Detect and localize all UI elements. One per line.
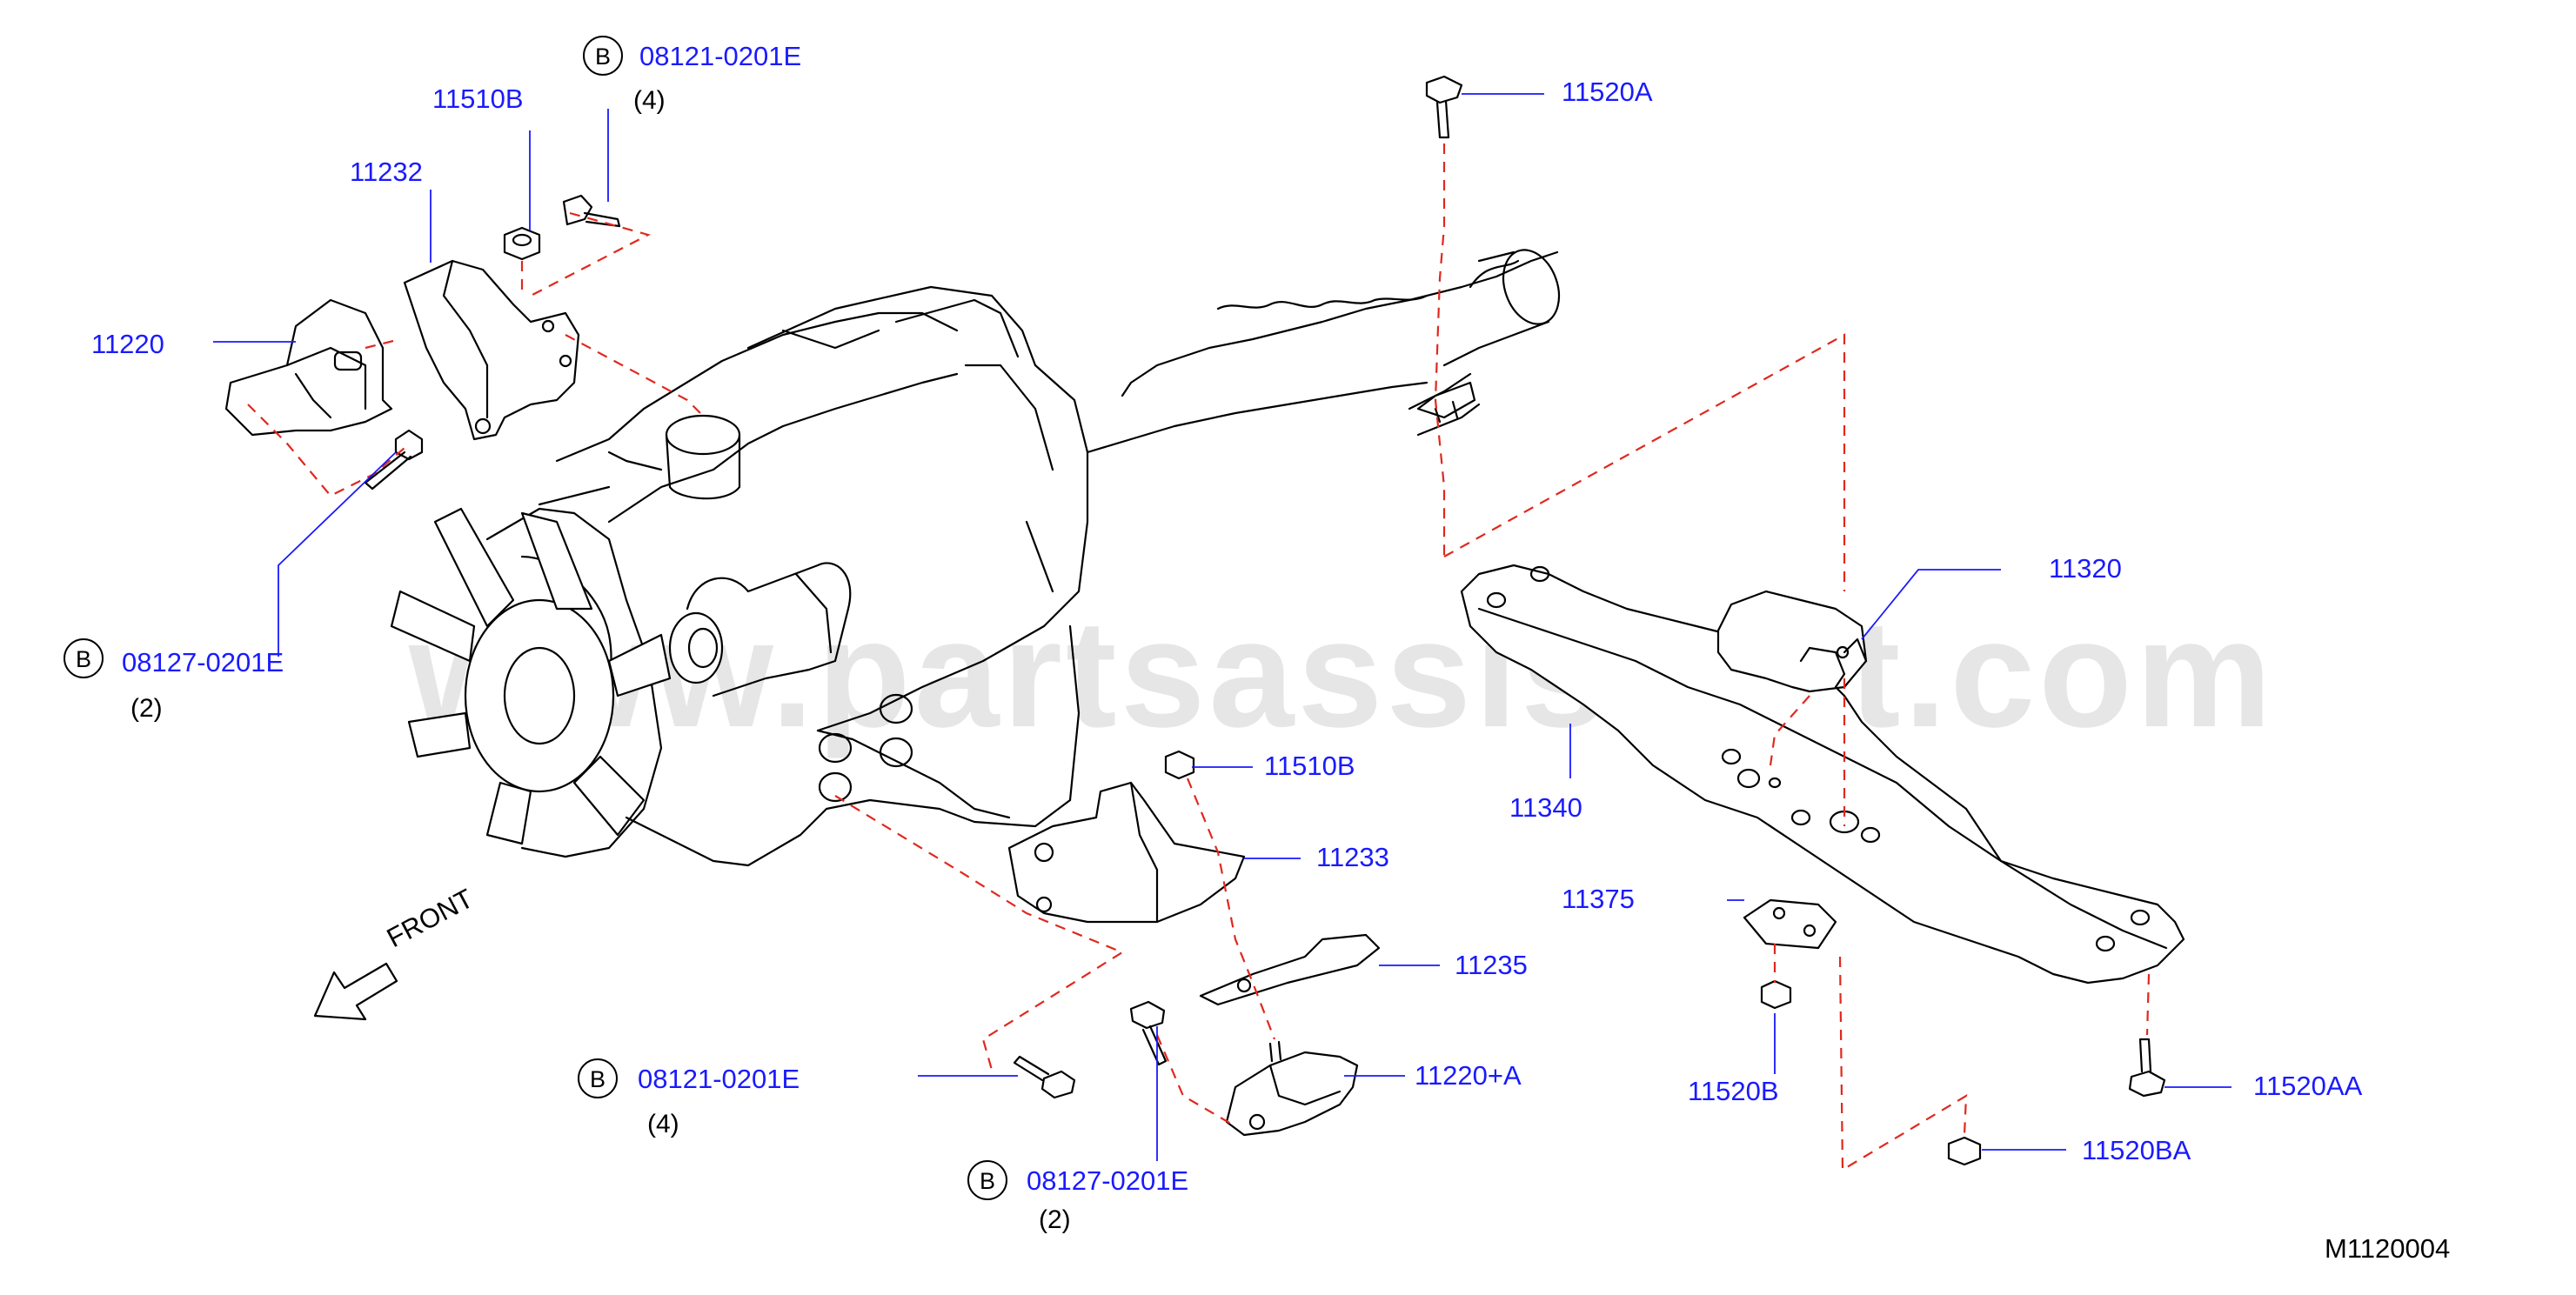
insulator-11320-part: [1716, 590, 1868, 693]
callout-11320[interactable]: 11320: [2049, 553, 2122, 584]
callout-11220A[interactable]: 11220+A: [1415, 1060, 1522, 1091]
left-mount-assembly: [224, 194, 621, 491]
callout-11520BA[interactable]: 11520BA: [2082, 1135, 2191, 1165]
callout-11520B[interactable]: 11520B: [1688, 1076, 1779, 1106]
front-direction-indicator: FRONT: [313, 883, 478, 1021]
bolt-11520AA-part: [2128, 1070, 2166, 1098]
bracket-11232-part: [403, 259, 580, 441]
front-label: FRONT: [382, 883, 478, 953]
callout-11520AA[interactable]: 11520AA: [2253, 1071, 2363, 1101]
callout-08121-bottom[interactable]: 08121-0201E: [638, 1064, 800, 1094]
bolt-08121-bottom-part: [1040, 1070, 1076, 1099]
callout-11375[interactable]: 11375: [1562, 884, 1635, 914]
callout-11520A[interactable]: 11520A: [1562, 77, 1653, 107]
callout-08121-top[interactable]: 08121-0201E: [639, 41, 801, 71]
insulator-11220A-part: [1225, 1051, 1359, 1137]
callout-11510B-top[interactable]: 11510B: [432, 83, 524, 114]
crossmember-assembly: [1425, 75, 2185, 1166]
svg-text:B: B: [590, 1066, 606, 1092]
qty-08121-top: (4): [633, 86, 666, 115]
svg-text:B: B: [76, 646, 91, 672]
callout-11340[interactable]: 11340: [1509, 792, 1582, 823]
callout-11220[interactable]: 11220: [91, 329, 164, 359]
bolt-08121-top-part: [562, 194, 593, 226]
b-marker-top: B: [583, 36, 623, 76]
svg-text:B: B: [980, 1168, 995, 1194]
nut-11520BA-part: [1947, 1136, 1982, 1166]
spacer-11375-part: [1743, 898, 1837, 950]
part-callouts: 11520A 08121-0201E (4) 11510B 11232 1122…: [91, 41, 2450, 1264]
watermark: www.partsassistant.com: [408, 589, 2275, 759]
front-arrow-icon: [313, 962, 398, 1021]
nut-11510B-mid-part: [1164, 750, 1195, 780]
bolt-08127-bottom-part: [1129, 1000, 1166, 1030]
bracket-11233-part: [1007, 781, 1246, 924]
b-marker-bottom2: B: [967, 1160, 1007, 1200]
callout-08127-bottom[interactable]: 08127-0201E: [1027, 1165, 1188, 1196]
crossmember-11340-part: [1460, 564, 2185, 985]
nut-11520B-part: [1760, 979, 1792, 1010]
bolt-11520A-part: [1425, 75, 1463, 104]
callout-11235[interactable]: 11235: [1455, 950, 1528, 980]
right-mount-assembly: [1007, 750, 1381, 1137]
nut-11510B-top-part: [503, 226, 541, 261]
b-marker-bottom: B: [578, 1058, 618, 1098]
callout-11232[interactable]: 11232: [350, 157, 423, 187]
plate-11235-part: [1199, 933, 1381, 1006]
insulator-11220-part: [224, 298, 393, 437]
engine-transmission-illustration: [390, 249, 1561, 867]
diagram-reference: M1120004: [2325, 1233, 2450, 1264]
qty-08127-bottom: (2): [1039, 1205, 1071, 1234]
leader-lines: [213, 93, 2231, 1161]
callout-08127-left[interactable]: 08127-0201E: [122, 647, 284, 678]
assembly-guide-lines: [247, 144, 2151, 1172]
callout-11233[interactable]: 11233: [1316, 842, 1389, 872]
b-marker-left: B: [64, 638, 104, 678]
qty-08121-bottom: (4): [647, 1110, 679, 1138]
callout-11510B-mid[interactable]: 11510B: [1264, 751, 1355, 781]
svg-text:B: B: [595, 43, 611, 70]
qty-08127-left: (2): [130, 694, 163, 723]
